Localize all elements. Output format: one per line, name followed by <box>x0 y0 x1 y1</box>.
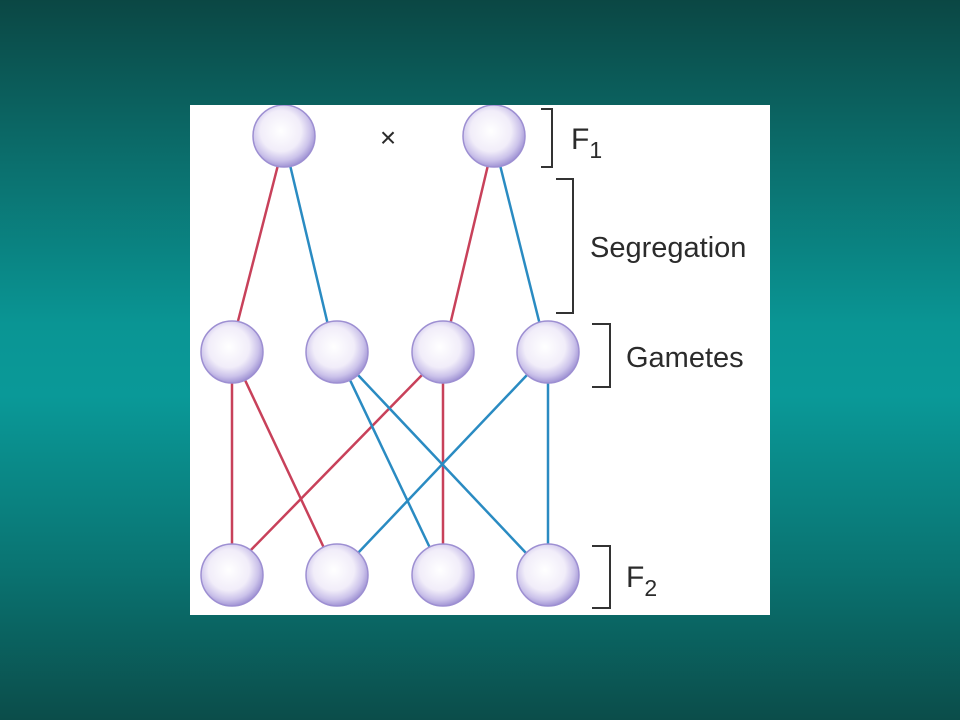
g1-to-f2-2-line <box>243 379 326 549</box>
gamete-2-cell <box>305 320 369 384</box>
gamete-4-cell <box>516 320 580 384</box>
gamete-3-cell <box>411 320 475 384</box>
cross-symbol: × <box>380 122 396 153</box>
segregation-label: Segregation <box>590 232 746 264</box>
f1-parent-left-cell <box>252 105 316 168</box>
f2-label: F2 <box>626 561 657 601</box>
f1-red-left-line <box>235 164 280 326</box>
gamete-1-cell <box>200 320 264 384</box>
cells <box>200 105 580 607</box>
gametes-label: Gametes <box>626 342 744 374</box>
gametes-bracket <box>592 323 611 388</box>
f1-subscript: 1 <box>589 137 602 163</box>
f2-offspring-3-cell <box>411 543 475 607</box>
punnett-segregation-diagram: × F1 Segregation Gametes F2 <box>200 105 746 609</box>
brackets <box>541 108 611 609</box>
f1-red-right-line <box>448 164 490 326</box>
f2-offspring-1-cell <box>200 543 264 607</box>
f1-parent-right-cell <box>462 105 526 168</box>
f2-subscript: 2 <box>644 575 657 601</box>
f1-label: F1 <box>571 123 602 163</box>
f1-blue-left-line <box>288 164 330 326</box>
g4-to-f2-2-line <box>357 374 528 554</box>
f2-bracket <box>592 545 611 609</box>
g2-to-f2-3-line <box>348 379 432 549</box>
lineage-lines <box>230 164 550 554</box>
segregation-bracket <box>556 178 574 314</box>
figure-panel: × F1 Segregation Gametes F2 <box>190 105 770 615</box>
f2-offspring-2-cell <box>305 543 369 607</box>
f1-bracket <box>541 108 553 168</box>
f1-letter: F <box>571 123 589 156</box>
g3-to-f2-1-line <box>247 374 423 554</box>
f2-letter: F <box>626 561 644 594</box>
f1-blue-right-line <box>498 164 542 326</box>
f2-offspring-4-cell <box>516 543 580 607</box>
